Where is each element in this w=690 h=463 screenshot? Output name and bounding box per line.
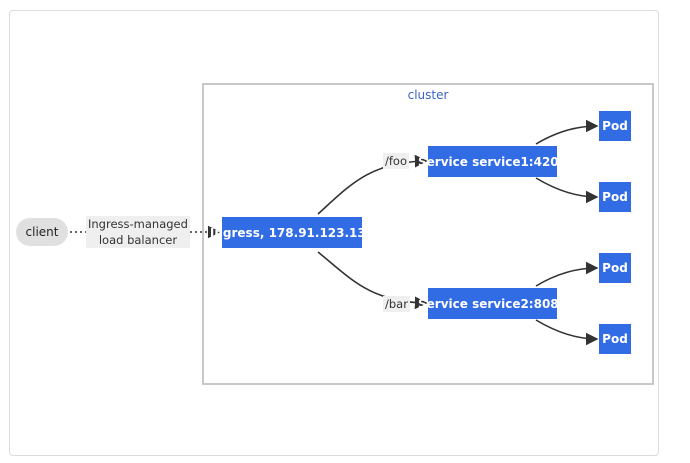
- edge-service2-pod3: [535, 261, 599, 287]
- path-label-foo: /foo: [383, 153, 409, 169]
- edge-service2-pod4: [535, 319, 599, 346]
- pod-node-4: Pod: [599, 324, 631, 354]
- load-balancer-label-line1: Ingress-managed: [88, 217, 188, 231]
- load-balancer-label: Ingress-managed load balancer: [86, 216, 190, 248]
- pod-node-2: Pod: [599, 182, 631, 212]
- ingress-node: Ingress, 178.91.123.132: [210, 217, 374, 248]
- cluster-box: cluster: [202, 83, 654, 385]
- edge-service1-pod2: [535, 177, 599, 204]
- service1-node: Service service1:4200: [418, 146, 567, 177]
- cluster-label: cluster: [407, 88, 449, 102]
- edge-ingress-service1: [317, 154, 428, 215]
- service2-node: Service service2:8080: [418, 288, 567, 319]
- pod-node-1: Pod: [599, 111, 631, 141]
- path-label-bar: /bar: [383, 296, 410, 312]
- client-node: client: [16, 218, 68, 246]
- load-balancer-label-line2: load balancer: [98, 233, 178, 247]
- edge-service1-pod1: [535, 119, 599, 145]
- pod-node-3: Pod: [599, 253, 631, 283]
